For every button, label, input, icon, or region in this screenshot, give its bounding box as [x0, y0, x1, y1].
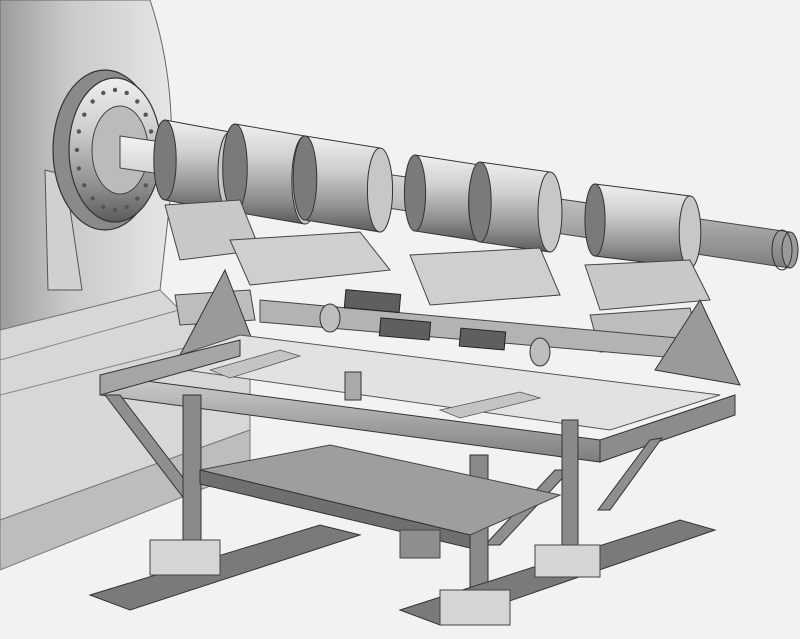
flange-bolt: [124, 204, 129, 210]
flange-bolt: [135, 196, 140, 201]
housing-front-face: [678, 195, 702, 269]
flange-bolt: [101, 90, 106, 96]
flange-bolt: [90, 196, 95, 201]
base-rails: [88, 519, 717, 626]
flange-bolt: [124, 90, 129, 96]
support-frame: [99, 334, 736, 596]
drive-linkage: [259, 289, 701, 367]
housing-front-face: [366, 147, 394, 233]
flange-bolt: [82, 112, 87, 117]
flange-bolt: [135, 99, 140, 104]
housing-rear-face: [403, 154, 427, 232]
housing-rear-face: [468, 161, 492, 243]
flange-bolt: [90, 99, 95, 104]
flange-bolt: [143, 112, 148, 117]
housing-rear-face: [292, 135, 318, 221]
flange-bolt: [101, 204, 106, 210]
flange-bolt: [148, 129, 154, 134]
end-flange: [52, 69, 162, 231]
housing-rear-face: [584, 183, 606, 257]
housing-front-face: [537, 171, 563, 253]
flange-bolt: [143, 183, 148, 188]
housing-body: [594, 183, 691, 269]
housing-rear-face: [153, 119, 177, 201]
flange-bolt: [112, 87, 118, 93]
housing-rear-face: [222, 123, 248, 213]
flange-bolt: [112, 207, 118, 213]
flange-bolt: [74, 147, 80, 153]
flange-bolt: [76, 166, 82, 171]
bearing-housings: [153, 119, 702, 269]
flange-bolt: [82, 183, 87, 188]
flange-bolt: [76, 129, 82, 134]
